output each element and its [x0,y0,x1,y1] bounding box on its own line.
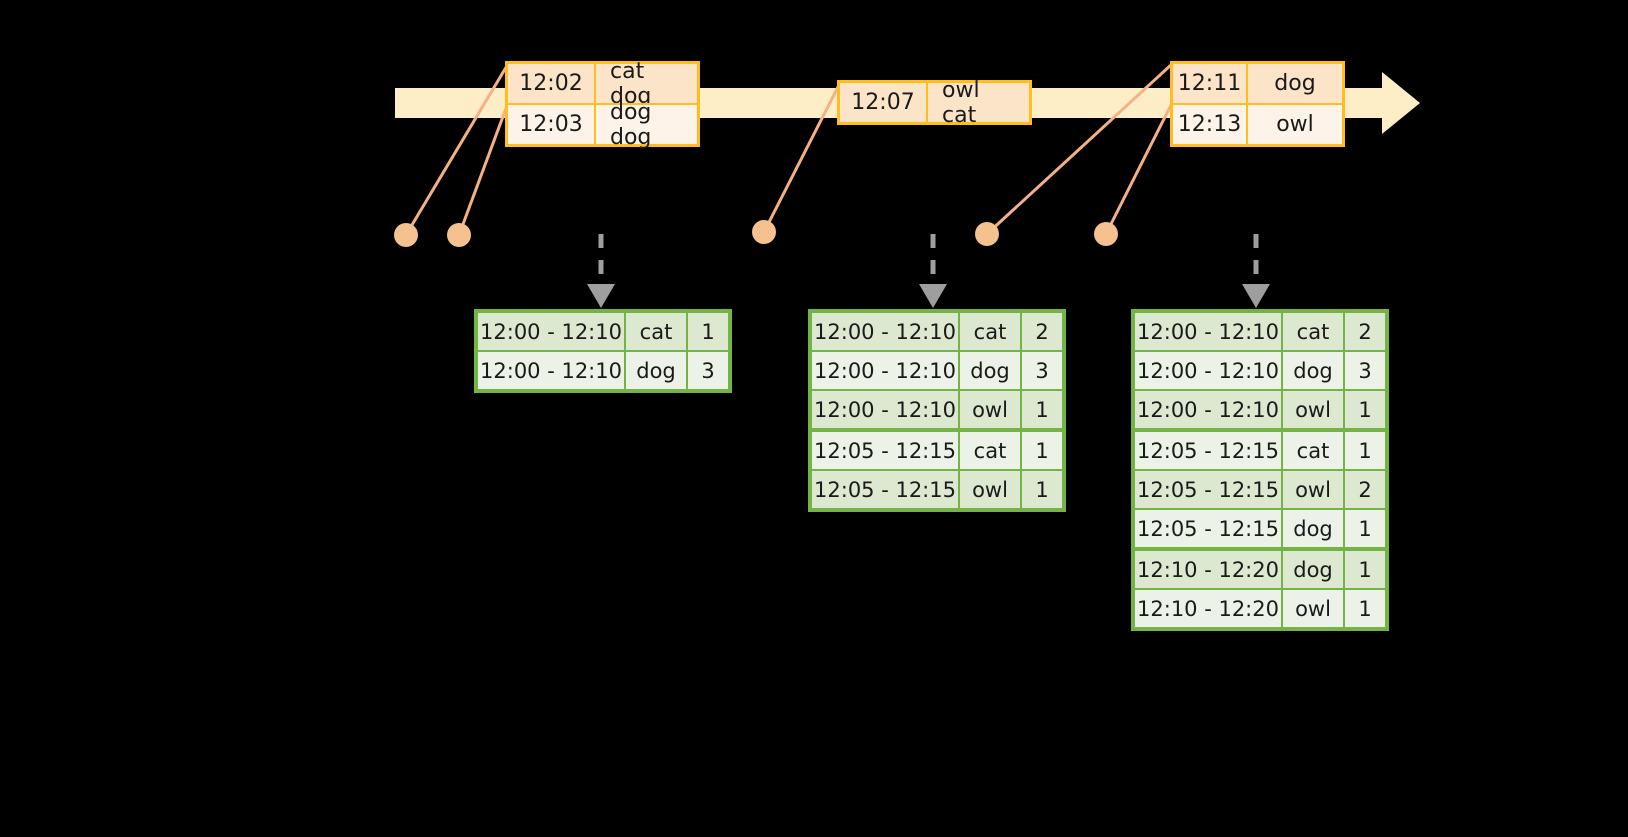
event-row: 12:07 owl cat [840,78,1029,128]
event-marker-3 [752,220,776,244]
emit-arrow-2-head-icon [919,284,947,308]
event-box-3: 12:11 dog 12:13 owl [1170,61,1345,147]
window-cell: 12:00 - 12:10 [1135,313,1283,350]
event-words: owl cat [928,78,1029,128]
word-cell: dog [1283,352,1345,389]
window-cell: 12:00 - 12:10 [812,391,960,428]
event-words: dog dog [596,100,697,150]
event-words: dog [1248,64,1342,103]
count-cell: 3 [688,352,728,389]
event-marker-4 [975,222,999,246]
event-markers [394,220,1118,247]
event-row: 12:02 cat dog [508,59,697,109]
count-cell: 2 [1022,313,1062,350]
count-cell: 2 [1345,313,1385,350]
window-cell: 12:10 - 12:20 [1135,551,1283,588]
word-cell: dog [626,352,688,389]
event-words: cat dog [596,59,697,109]
event-marker-2 [447,223,471,247]
word-cell: cat [626,313,688,350]
connector-2 [457,102,510,236]
window-cell: 12:05 - 12:15 [812,432,960,469]
window-cell: 12:00 - 12:10 [812,313,960,350]
event-time: 12:07 [840,83,928,122]
event-row: 12:13 owl [1173,103,1342,144]
window-cell: 12:00 - 12:10 [1135,391,1283,428]
word-cell: owl [1283,590,1345,627]
word-cell: cat [960,313,1022,350]
window-cell: 12:00 - 12:10 [478,352,626,389]
event-marker-5 [1094,222,1118,246]
timeline-arrowhead-icon [1382,72,1420,134]
event-box-1: 12:02 cat dog 12:03 dog dog [505,59,700,150]
event-time: 12:13 [1173,105,1248,144]
emit-arrow-1-head-icon [587,284,615,308]
word-cell: owl [1283,471,1345,508]
count-cell: 1 [1022,432,1062,469]
count-cell: 3 [1022,352,1062,389]
window-cell: 12:00 - 12:10 [812,352,960,389]
count-cell: 2 [1345,471,1385,508]
window-cell: 12:05 - 12:15 [1135,432,1283,469]
window-cell: 12:05 - 12:15 [812,471,960,508]
word-cell: owl [1283,391,1345,428]
emit-arrow-3-head-icon [1242,284,1270,308]
count-cell: 1 [1345,510,1385,547]
event-time: 12:03 [508,105,596,144]
event-time: 12:11 [1173,64,1248,103]
event-marker-1 [394,223,418,247]
count-cell: 1 [1345,551,1385,588]
window-cell: 12:00 - 12:10 [1135,352,1283,389]
word-cell: cat [1283,313,1345,350]
count-cell: 1 [688,313,728,350]
word-cell: dog [960,352,1022,389]
word-cell: cat [1283,432,1345,469]
window-cell: 12:10 - 12:20 [1135,590,1283,627]
count-cell: 1 [1345,432,1385,469]
event-row: 12:03 dog dog [508,100,697,150]
count-cell: 1 [1022,471,1062,508]
count-cell: 1 [1022,391,1062,428]
count-cell: 3 [1345,352,1385,389]
word-cell: owl [960,471,1022,508]
count-cell: 1 [1345,391,1385,428]
word-cell: cat [960,432,1022,469]
event-words: owl [1248,105,1342,144]
event-row: 12:11 dog [1173,64,1342,103]
window-cell: 12:05 - 12:15 [1135,510,1283,547]
count-cell: 1 [1345,590,1385,627]
window-cell: 12:05 - 12:15 [1135,471,1283,508]
word-cell: dog [1283,551,1345,588]
word-cell: dog [1283,510,1345,547]
connector-5 [1104,102,1174,235]
emit-arrows [587,234,1270,308]
word-cell: owl [960,391,1022,428]
event-box-2: 12:07 owl cat [837,78,1032,128]
window-cell: 12:00 - 12:10 [478,313,626,350]
event-time: 12:02 [508,64,596,103]
